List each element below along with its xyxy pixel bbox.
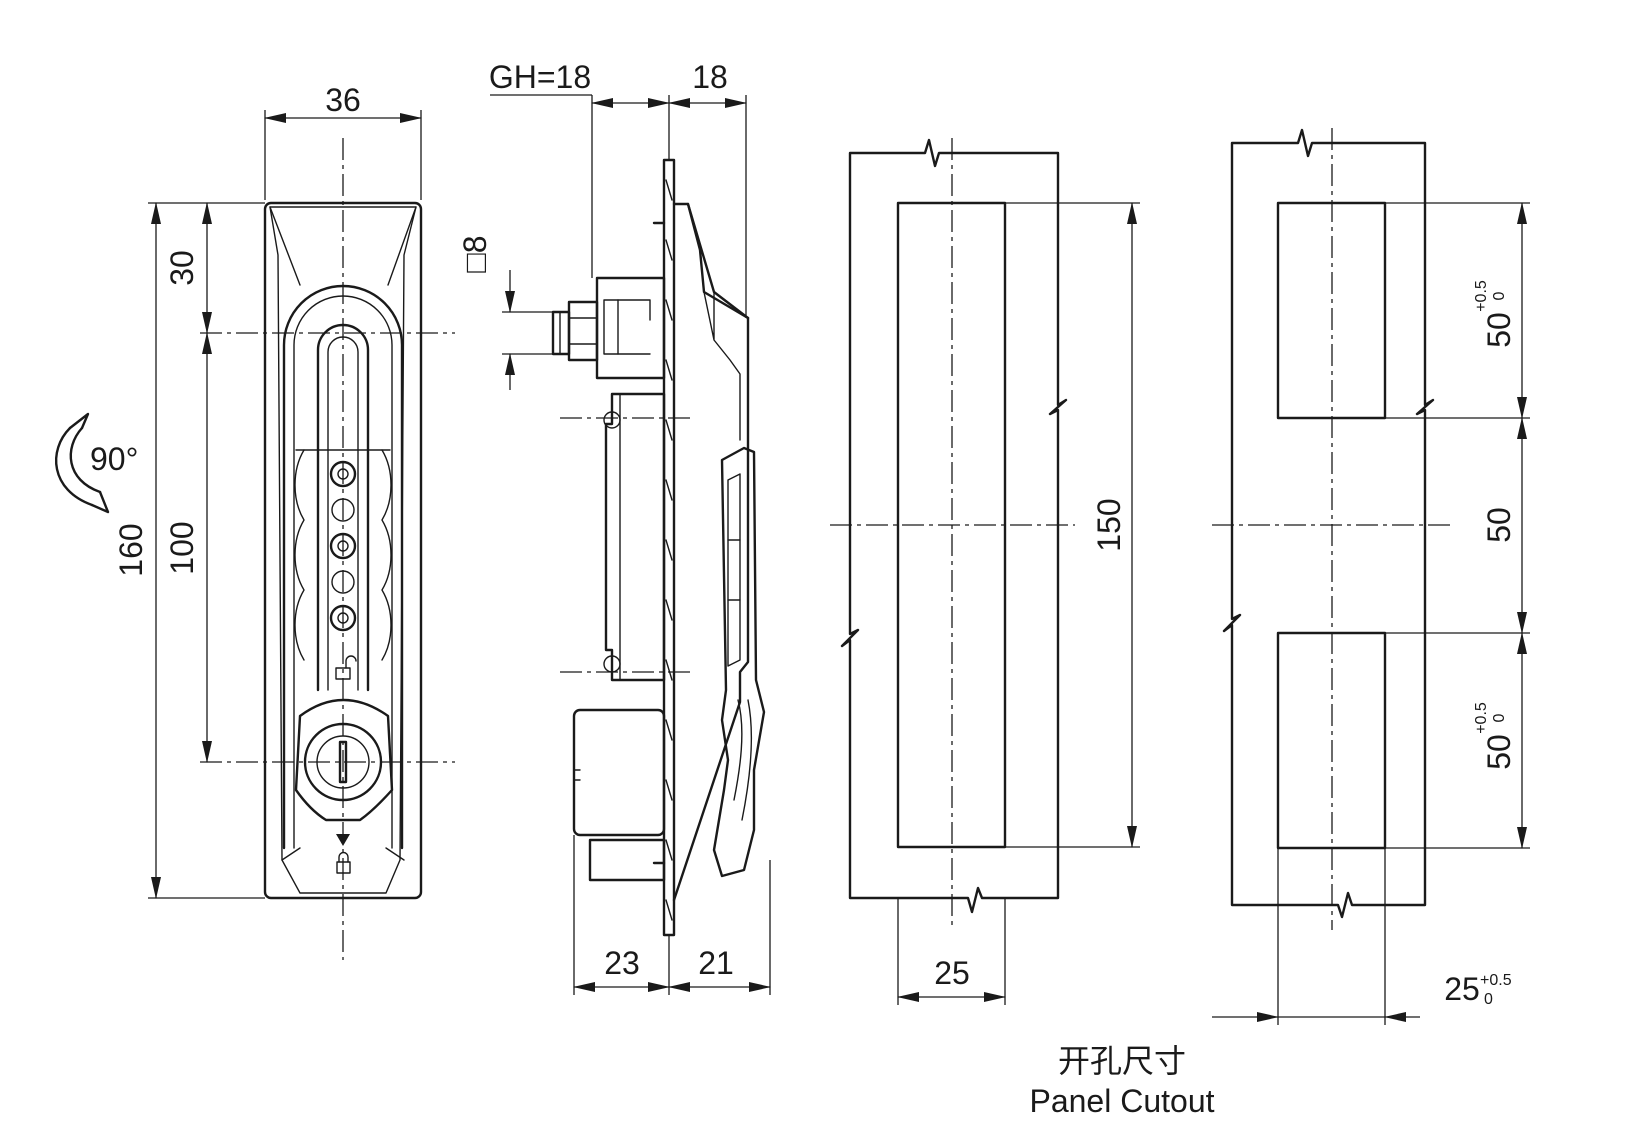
front-width-dim: 36 [325,82,361,118]
top-offset-dim: 30 [164,250,200,286]
panel-outline-a [840,138,1068,914]
lower-slot-height-dim: 50 [1481,734,1517,770]
rotation-arrow-icon [55,412,110,514]
cutout-a: 150 25 [830,138,1140,1005]
depth-back-dim: 23 [604,945,640,981]
slot-width-dim: 25 [1444,971,1480,1007]
width-tol-zero: 0 [1484,991,1493,1008]
depth-front-dim: 21 [698,945,734,981]
pitch-dim: 100 [164,521,200,574]
grip-range-label: GH=18 [489,59,591,95]
front-view: 36 160 30 100 90° [55,82,455,960]
shaft-square-dim: □8 [457,235,493,272]
caption-english: Panel Cutout [1029,1083,1214,1119]
upper-tol-zero: 0 [1491,291,1508,300]
side-view: GH=18 18 □8 23 21 [457,59,771,995]
lower-tol-plus: +0.5 [1473,702,1490,734]
lower-tol-zero: 0 [1491,713,1508,722]
caption-chinese: 开孔尺寸 [1058,1042,1186,1080]
front-height-dim: 160 [113,523,149,576]
side-view-body [551,158,766,937]
panel-outline-b [1222,128,1435,919]
upper-tol-plus: +0.5 [1473,280,1490,312]
width-tol-plus: +0.5 [1480,972,1512,989]
cutout-width-dim: 25 [934,955,970,991]
cutout-b: 50 +0.5 0 50 50 +0.5 0 25 +0.5 0 [1212,128,1530,1025]
slot-gap-dim: 50 [1481,507,1517,543]
rotation-angle-label: 90° [90,441,138,477]
unlock-icon [335,655,357,680]
grip-depth-dim: 18 [692,59,728,95]
cutout-height-dim: 150 [1091,498,1127,551]
upper-slot-height-dim: 50 [1481,312,1517,348]
